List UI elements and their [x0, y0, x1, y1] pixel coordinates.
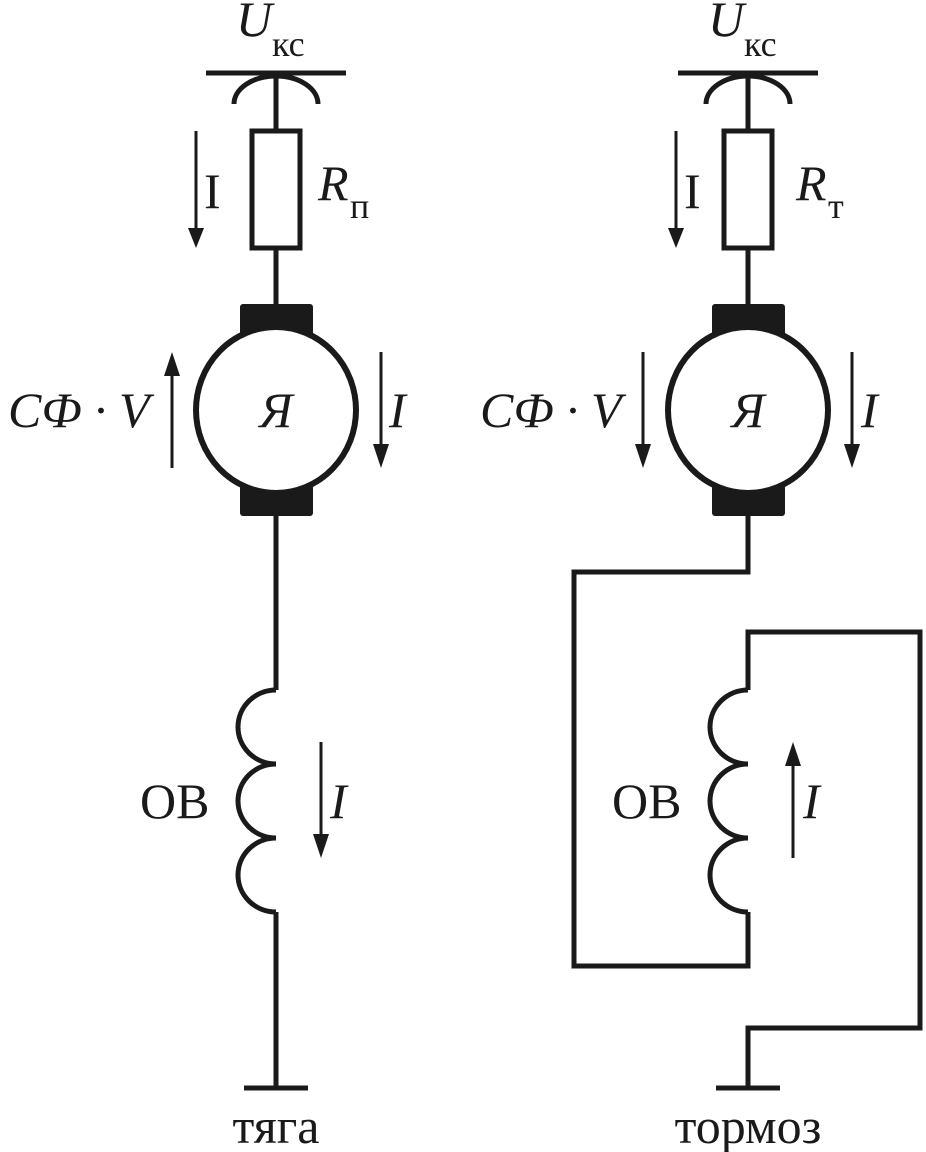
traction-resistor-subscript: п: [350, 186, 369, 226]
braking-emf-arrow: [635, 352, 651, 468]
traction-field-current-arrow: [313, 742, 329, 858]
traction-current-label: I: [204, 163, 221, 219]
traction-field-label: ОВ: [140, 773, 209, 829]
traction-circuit: U кс I R п Я CФ · V: [8, 0, 408, 1152]
braking-field-current-label: I: [802, 773, 822, 829]
braking-armature-current-label: I: [860, 382, 880, 438]
braking-field-label: ОВ: [612, 773, 681, 829]
traction-emf-label: CФ · V: [8, 382, 155, 438]
traction-supply-label: U: [236, 0, 275, 47]
braking-mode-label: тормоз: [675, 1098, 822, 1152]
braking-field-winding-icon: [707, 687, 749, 915]
braking-armature-label: Я: [730, 382, 768, 438]
traction-mode-label: тяга: [233, 1098, 320, 1152]
traction-armature-current-arrow: [373, 352, 389, 468]
traction-armature-current-label: I: [388, 382, 408, 438]
traction-resistor-label: R: [317, 155, 349, 211]
braking-emf-label: CФ · V: [480, 382, 627, 438]
traction-resistor: [249, 128, 303, 251]
braking-current-label: I: [684, 163, 701, 219]
braking-current-arrow: [668, 131, 684, 248]
braking-wire-field-ground: [745, 629, 923, 1088]
traction-supply-subscript: кс: [272, 24, 305, 64]
traction-armature-icon: [193, 324, 359, 496]
braking-armature-current-arrow: [844, 352, 860, 468]
braking-wire-armature-loop: [571, 516, 751, 969]
traction-field-current-label: I: [329, 773, 349, 829]
braking-field-current-arrow: [785, 742, 801, 858]
traction-field-winding-icon: [235, 687, 277, 915]
traction-emf-arrow: [164, 352, 180, 468]
traction-armature-label: Я: [258, 382, 296, 438]
traction-current-arrow: [188, 131, 204, 248]
braking-resistor-label: R: [795, 155, 827, 211]
braking-supply-subscript: кс: [744, 24, 777, 64]
braking-circuit: U кс I R т Я CФ · V I: [480, 0, 923, 1152]
braking-armature-icon: [665, 324, 831, 496]
braking-resistor-subscript: т: [828, 186, 844, 226]
braking-supply-label: U: [708, 0, 747, 47]
braking-resistor: [721, 128, 775, 251]
